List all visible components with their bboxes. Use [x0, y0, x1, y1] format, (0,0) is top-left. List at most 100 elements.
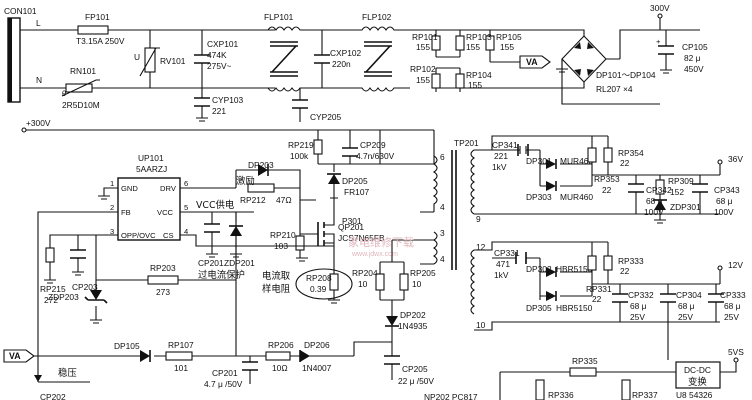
con101-shade: [8, 18, 12, 102]
wire-dp206-out: [353, 341, 392, 356]
watermark-cn: 家电维修下载: [348, 235, 414, 249]
label-rp103: RP103: [466, 32, 492, 42]
label-rp104-val: 155: [468, 80, 482, 90]
fuse-fp101: [77, 25, 109, 35]
res-rp331: [587, 255, 597, 271]
label-rp205: RP205: [410, 268, 436, 278]
label-con101: CON101: [4, 6, 37, 16]
ac-input-section: CON101 L N FP101 T3.15A 250V RN101 θ 2R5…: [4, 3, 708, 122]
label-sense1: 电流取: [262, 270, 291, 282]
wire-p301: [330, 186, 338, 199]
plus-cp105: +: [656, 37, 661, 46]
pwm-section: +300V UP101 5AARZJ GND FB OPP/OVC DRV VC…: [3, 118, 436, 400]
wire-rp331-333: [591, 241, 609, 284]
cap-cp105: [658, 45, 674, 55]
label-cp105-v1: 82 μ: [684, 53, 701, 63]
zener-zdp203: [90, 290, 102, 300]
label-rp212-val: 47Ω: [276, 195, 292, 205]
label-rp101-val: 155: [416, 42, 430, 52]
label-rp208: RP208: [306, 273, 332, 283]
label-t12: 12: [476, 242, 486, 252]
cap-cp203: [70, 249, 86, 259]
transformer-tp201: TP201 6 4 3 4 9 12 10: [420, 130, 486, 330]
wire-rp353-354: [591, 135, 609, 175]
wire-dp301-303: [539, 150, 593, 187]
label-rp337: RP337: [632, 390, 658, 400]
label-zdp201-mid: ZDP201: [224, 258, 255, 268]
label-cp332: CP332: [628, 290, 654, 300]
cap-cp205: [384, 355, 400, 365]
chip-up101: [117, 177, 181, 241]
label-tp201: TP201: [454, 138, 479, 148]
label-cp343-v1: 68 μ: [716, 196, 733, 206]
wire-36v-caps: [635, 175, 701, 214]
label-cxp101: CXP101: [207, 39, 239, 49]
wire-cp341: [492, 146, 540, 154]
res-rp208: [329, 273, 339, 291]
wire-cs: [180, 234, 280, 247]
label-cxp102: CXP102: [330, 48, 362, 58]
cap-cp209: [342, 147, 358, 157]
cap-cxp102: [314, 54, 330, 64]
label-rp204: RP204: [352, 268, 378, 278]
pin-1: 1: [110, 179, 114, 188]
label-cp342-v2: 100V: [644, 207, 664, 217]
label-con-l: L: [36, 18, 41, 28]
label-cp201-bot-val: 4.7 μ /50V: [204, 379, 243, 389]
label-rp101: RP101: [412, 32, 438, 42]
zener-zdp203-bar: [84, 296, 108, 304]
label-hbr5150a: HBR5150: [556, 264, 593, 274]
pin-vcc: VCC: [157, 208, 174, 217]
label-rl207: RL207 ×4: [596, 84, 633, 94]
label-ocp: 过电流保护: [198, 269, 245, 281]
label-t10: 10: [476, 320, 486, 330]
label-fp101: FP101: [85, 12, 110, 22]
res-rp206: [265, 351, 291, 361]
cap-cxp101: [194, 54, 210, 64]
label-p301: P301: [342, 216, 362, 226]
label-cp202: CP202: [40, 392, 66, 400]
res-rp204: [375, 273, 385, 291]
res-rp103: [455, 35, 465, 51]
coil-primary: [433, 155, 438, 212]
output-36v: CP341 221 1kV DP301 MUR460 DP303 MUR460 …: [474, 135, 743, 224]
label-rp103-val: 155: [466, 42, 480, 52]
label-dp303: DP303: [526, 192, 552, 202]
gnd-bridge: [556, 59, 568, 73]
label-dp205-val: FR107: [344, 187, 369, 197]
wire-36v-bus: [592, 164, 721, 176]
pin-oppovc: OPP/OVC: [121, 231, 156, 240]
cap-cp343: [692, 183, 708, 193]
label-mur460b: MUR460: [560, 192, 593, 202]
cap-cyp205: [292, 99, 308, 109]
label-flp101: FLP101: [264, 12, 294, 22]
res-rp101: [431, 35, 441, 51]
wire-5vs: [720, 362, 737, 373]
varistor-slash: [139, 47, 160, 77]
label-rp219-val: 100k: [290, 151, 309, 161]
diode-dp202: [386, 316, 398, 326]
label-rp331: RP331: [586, 284, 612, 294]
wire-rp335: [499, 371, 676, 400]
label-rp105: RP105: [496, 32, 522, 42]
wire-snubber: [317, 130, 380, 186]
label-cp331: CP331: [494, 248, 520, 258]
wire-12v-caps: [619, 284, 720, 323]
label-cp205: CP205: [402, 364, 428, 374]
label-u8: U8 54326: [676, 390, 713, 400]
label-dp105: DP105: [114, 341, 140, 351]
label-t6: 6: [440, 152, 445, 162]
pin-5: 5: [184, 203, 188, 212]
label-cp304: CP304: [676, 290, 702, 300]
label-zdp203: ZDP203: [48, 292, 79, 302]
label-cyp103: CYP103: [212, 95, 244, 105]
pin-6: 6: [184, 179, 188, 188]
core-tp201: [451, 150, 457, 270]
pin-fb: FB: [121, 208, 131, 217]
cap-cp331: [515, 252, 527, 264]
res-rp105: [485, 35, 495, 51]
res-rp210: [295, 235, 305, 251]
label-cp342-v1: 68 μ: [646, 196, 663, 206]
label-cp331-v2: 1kV: [494, 270, 509, 280]
label-mur460a: MUR460: [560, 156, 593, 166]
